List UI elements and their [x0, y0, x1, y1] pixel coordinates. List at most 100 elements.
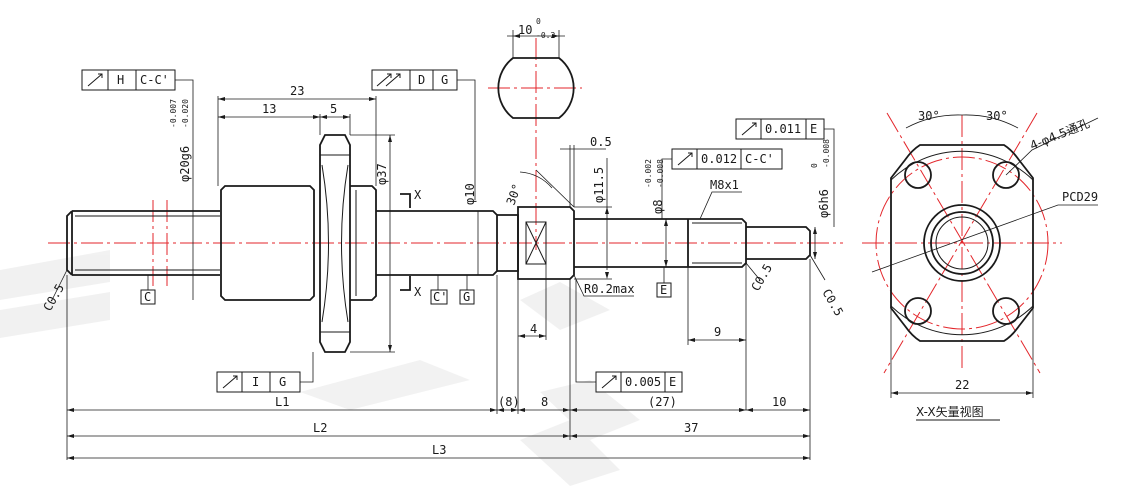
section-marker-bottom: X: [400, 276, 422, 299]
shaft-shoulder: [470, 210, 498, 276]
ball-nut-body: [220, 185, 315, 301]
nut-flange: [319, 134, 351, 353]
shaft-phi8: [574, 218, 688, 268]
mount-hole-bl: [904, 297, 932, 325]
circular-runout-icon: [601, 375, 617, 389]
circular-runout-icon: [677, 152, 693, 166]
svg-text:-0.002: -0.002: [644, 159, 653, 188]
dimensions: φ20g6 -0.007 -0.020 23 13 5 φ37 φ10 30°: [40, 84, 846, 460]
end-view: 30° 30° 4-φ4.5通孔 PCD29 22 X-X矢量视图: [871, 109, 1099, 421]
datum-c2: C': [430, 275, 448, 305]
svg-text:L1: L1: [275, 395, 289, 409]
svg-text:9: 9: [714, 325, 721, 339]
thread-m8: [687, 218, 747, 268]
svg-text:22: 22: [955, 378, 969, 392]
screw-shaft-right: [376, 210, 470, 276]
flat-marker: [525, 221, 547, 265]
fcf-e1-datum: E: [810, 122, 817, 136]
fcf-h: H C-C': [81, 69, 194, 186]
svg-text:L3: L3: [432, 443, 446, 457]
svg-text:φ11.5: φ11.5: [592, 167, 606, 203]
datum-e-label: E: [660, 283, 667, 297]
datum-e: E: [656, 267, 672, 298]
hub-outer: [923, 204, 1001, 282]
svg-text:4: 4: [530, 322, 537, 336]
svg-text:5: 5: [330, 102, 337, 116]
fcf-e2-value: 0.012: [701, 152, 737, 166]
fcf-h-datum: H: [117, 73, 124, 87]
flat-width-label: 10: [518, 23, 532, 37]
fcf-i-datum2: G: [279, 375, 286, 389]
svg-text:φ37: φ37: [375, 163, 389, 185]
fcf-d: D G: [371, 69, 476, 200]
hub-bore: [935, 216, 989, 270]
svg-text:(8): (8): [498, 395, 520, 409]
fcf-i: I G: [216, 352, 314, 393]
svg-text:8: 8: [541, 395, 548, 409]
screw-section: [66, 210, 220, 276]
svg-text:-0.008: -0.008: [656, 159, 665, 188]
flat-tol-lower: -0.2: [536, 31, 555, 40]
centerlines: [48, 38, 1062, 374]
end-view-diagonal-a: [886, 112, 1041, 374]
svg-text:R0.2max: R0.2max: [584, 282, 635, 296]
shaft-end-phi6: [746, 226, 811, 260]
fcf-e3: 0.005 E: [575, 279, 683, 393]
datum-c2-label: C': [433, 290, 447, 304]
svg-text:-0.008: -0.008: [822, 139, 831, 168]
svg-text:PCD29: PCD29: [1062, 190, 1098, 204]
holes-label: 4-φ4.5通孔: [1028, 116, 1092, 153]
datum-g: G: [459, 275, 475, 305]
flange-profile: [890, 144, 1034, 342]
svg-text:-0.007: -0.007: [169, 99, 178, 128]
flange-hub: [350, 185, 377, 301]
view-caption: X-X矢量视图: [916, 404, 984, 419]
svg-text:0: 0: [810, 163, 819, 168]
fcf-d-datum2: G: [441, 73, 448, 87]
end-view-diagonal-b: [883, 112, 1038, 374]
svg-text:30°: 30°: [504, 182, 525, 207]
mount-hole-br: [992, 297, 1020, 325]
datum-c-label: C: [144, 290, 151, 304]
svg-text:-0.020: -0.020: [181, 99, 190, 128]
pcd-circle: [875, 156, 1049, 330]
total-runout-icon: [376, 73, 401, 87]
svg-text:φ8: φ8: [651, 200, 665, 214]
fcf-d-datum1: D: [418, 73, 425, 87]
svg-text:37: 37: [684, 421, 698, 435]
svg-text:M8x1: M8x1: [710, 178, 739, 192]
fcf-e3-datum: E: [669, 375, 676, 389]
hub-inner: [930, 211, 994, 275]
fcf-i-datum1: I: [252, 375, 259, 389]
fcf-e2: 0.012 C-C': [661, 148, 783, 219]
shaft-outline: [66, 134, 811, 353]
svg-text:30°: 30°: [918, 109, 940, 123]
svg-text:X: X: [414, 285, 422, 299]
circular-runout-icon: [222, 375, 238, 389]
flat-section-profile: [497, 57, 575, 119]
svg-text:φ10: φ10: [463, 183, 477, 205]
flat-section-view: 10 0 -0.2: [497, 17, 575, 119]
fcf-e2-datum: C-C': [745, 152, 774, 166]
svg-text:10: 10: [772, 395, 786, 409]
svg-text:13: 13: [262, 102, 276, 116]
fcf-e1: 0.011 E: [735, 118, 835, 227]
svg-text:φ20g6: φ20g6: [178, 146, 192, 182]
fcf-e1-value: 0.011: [765, 122, 801, 136]
flat-tol-upper: 0: [536, 17, 541, 26]
total-runout-icon: [87, 73, 103, 87]
circular-runout-icon: [741, 122, 757, 136]
datum-g-label: G: [463, 290, 470, 304]
svg-text:C0.5: C0.5: [819, 287, 846, 319]
svg-text:φ6h6: φ6h6: [817, 189, 831, 218]
svg-text:L2: L2: [313, 421, 327, 435]
svg-text:0.5: 0.5: [590, 135, 612, 149]
datum-c: C: [140, 275, 156, 305]
fcf-e3-value: 0.005: [625, 375, 661, 389]
svg-text:C0.5: C0.5: [748, 261, 775, 293]
svg-text:30°: 30°: [986, 109, 1008, 123]
mount-hole-tl: [904, 161, 932, 189]
section-marker-top: X: [400, 188, 422, 208]
svg-text:X: X: [414, 188, 422, 202]
